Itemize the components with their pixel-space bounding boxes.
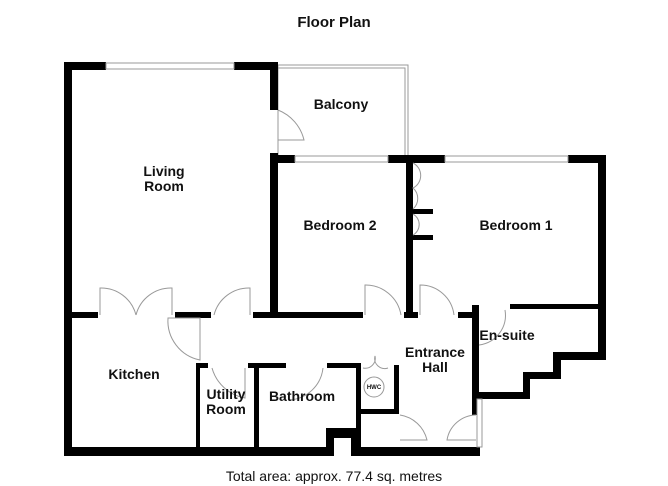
living-room-label: Living — [143, 163, 184, 179]
hwc-cylinder-icon — [363, 376, 385, 398]
total-area-footer: Total area: approx. 77.4 sq. metres — [226, 468, 442, 484]
bathroom-label: Bathroom — [269, 388, 335, 404]
walls — [64, 62, 606, 456]
doors — [99, 109, 506, 441]
en-suite-label: En-suite — [479, 327, 534, 343]
balcony-label: Balcony — [314, 96, 369, 112]
bedroom-2-label: Bedroom 2 — [303, 217, 376, 233]
living-room-label-2: Room — [144, 178, 184, 194]
windows — [105, 62, 569, 448]
utility-room-label: Utility — [207, 386, 246, 402]
utility-room-label-2: Room — [206, 401, 246, 417]
hwc-label: HWC — [367, 385, 382, 391]
kitchen-label: Kitchen — [108, 366, 159, 382]
entrance-hall-label-2: Hall — [422, 359, 448, 375]
bedroom-1-label: Bedroom 1 — [479, 217, 552, 233]
plan-title: Floor Plan — [297, 14, 370, 31]
entrance-hall-label: Entrance — [405, 344, 465, 360]
